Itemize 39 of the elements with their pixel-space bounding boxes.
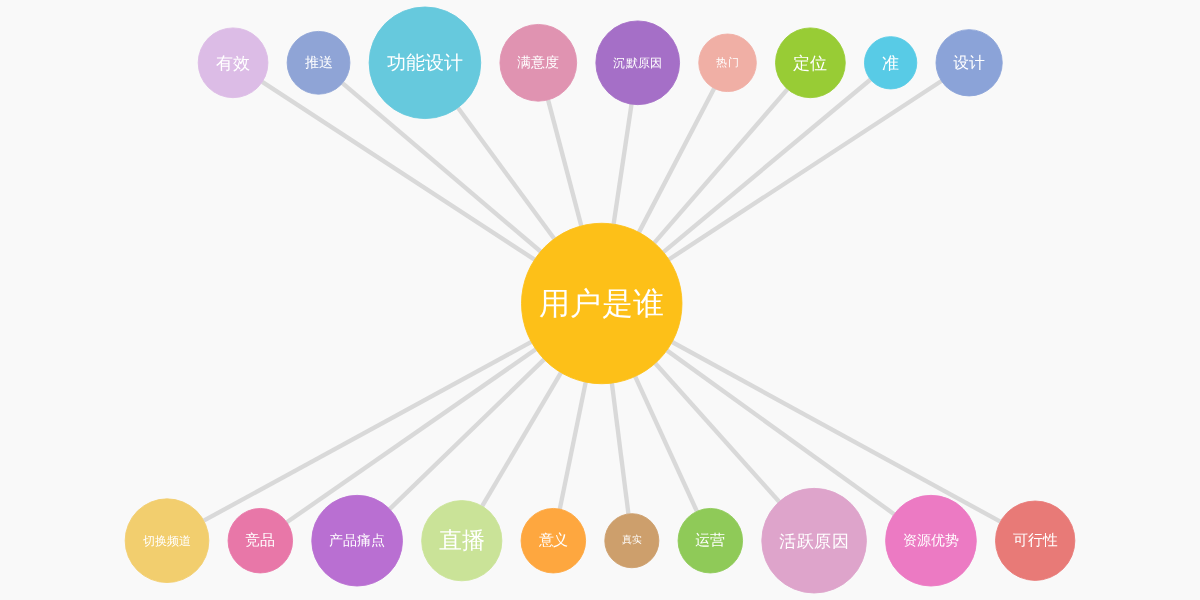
topic-circle: 可行性 (995, 500, 1076, 581)
topic-circle: 功能设计 (368, 6, 482, 120)
topic-circle: 推送 (286, 30, 351, 95)
connector-line (667, 79, 943, 262)
connector-line (633, 375, 699, 513)
topic-circle: 设计 (935, 29, 1003, 97)
connector-line (609, 382, 631, 515)
connector-line (671, 340, 1002, 524)
connector-line (388, 357, 546, 511)
connector-line (261, 80, 536, 262)
topic-circle: 意义 (520, 508, 587, 574)
topic-circle: 切换频道 (124, 498, 210, 583)
connector-line (285, 347, 538, 525)
topic-circle: 热门 (698, 33, 757, 92)
topic-circle: 资源优势 (885, 494, 977, 587)
connector-line (652, 87, 790, 245)
connector-line (662, 77, 872, 254)
topic-circle: 产品痛点 (311, 494, 403, 587)
topic-circle: 直播 (421, 500, 503, 582)
topic-circle: 活跃原因 (761, 487, 867, 594)
topic-circle: 真实 (604, 513, 660, 569)
topic-circle: 定位 (775, 27, 846, 99)
connector-line (202, 340, 533, 523)
topic-circle: 运营 (677, 508, 744, 574)
connector-line (611, 103, 634, 225)
topic-circle: 满意度 (499, 24, 578, 102)
topic-circle: 有效 (197, 27, 269, 99)
connector-line (636, 87, 717, 234)
topic-circle: 竞品 (227, 508, 294, 574)
connector-line (545, 99, 584, 227)
topic-circle: 准 (864, 36, 918, 90)
connector-line (557, 381, 588, 510)
connector-line (653, 361, 781, 504)
connector-line (341, 81, 543, 254)
connector-line (456, 106, 556, 241)
topic-circle: 用户是谁 (521, 222, 683, 385)
connector-line (665, 348, 896, 516)
topic-circle: 沉默原因 (595, 20, 680, 106)
connector-line (480, 371, 563, 508)
